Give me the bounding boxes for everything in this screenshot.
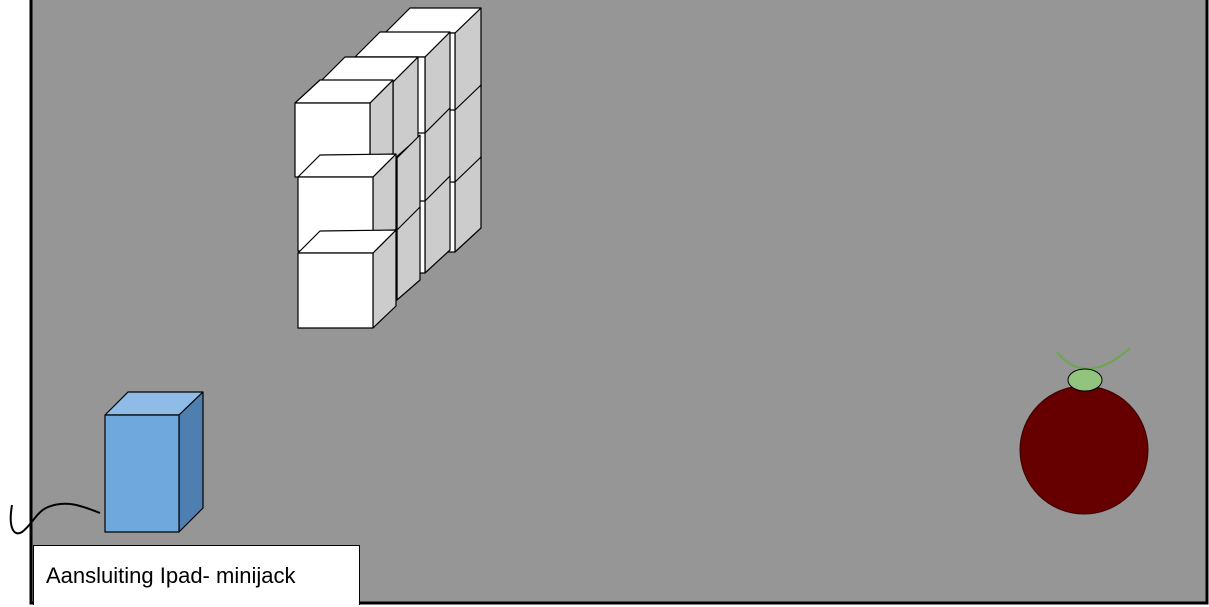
fruit-body [1020,386,1148,514]
fruit-cap [1068,369,1102,391]
caption-label: Aansluiting Ipad- minijack [33,545,360,605]
cube-column-front [295,80,396,328]
floor-panel [31,0,1207,603]
speaker-front-face [105,415,179,532]
speaker-box-icon [105,392,203,532]
caption-text: Aansluiting Ipad- minijack [46,563,295,589]
speaker-side-face [179,392,203,532]
